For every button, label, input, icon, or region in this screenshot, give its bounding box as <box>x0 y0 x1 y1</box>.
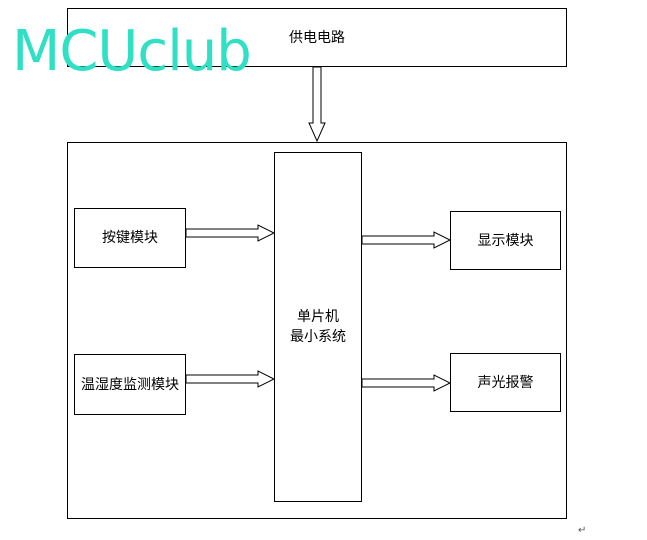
display-module-label: 显示模块 <box>477 232 534 249</box>
alarm-module-label: 声光报警 <box>477 374 534 391</box>
mcu-label: 单片机 最小系统 <box>275 153 361 501</box>
key-module-block: 按键模块 <box>74 208 186 268</box>
mcu-label-line-1: 单片机 <box>297 309 339 325</box>
mcu-block: 单片机 最小系统 <box>274 152 362 502</box>
sensor-module-label: 温湿度监测模块 <box>81 376 179 393</box>
key-module-label: 按键模块 <box>102 230 158 246</box>
system-frame <box>67 142 567 519</box>
mcuclub-watermark: MCUclub <box>12 19 252 84</box>
power-supply-label: 供电电路 <box>289 29 345 46</box>
arrow-power-to-system <box>308 66 326 143</box>
paragraph-mark: ↵ <box>578 525 587 536</box>
alarm-module-block: 声光报警 <box>450 353 561 412</box>
display-module-block: 显示模块 <box>450 211 561 270</box>
mcu-label-line-2: 最小系统 <box>290 329 346 345</box>
sensor-module-block: 温湿度监测模块 <box>74 354 186 415</box>
